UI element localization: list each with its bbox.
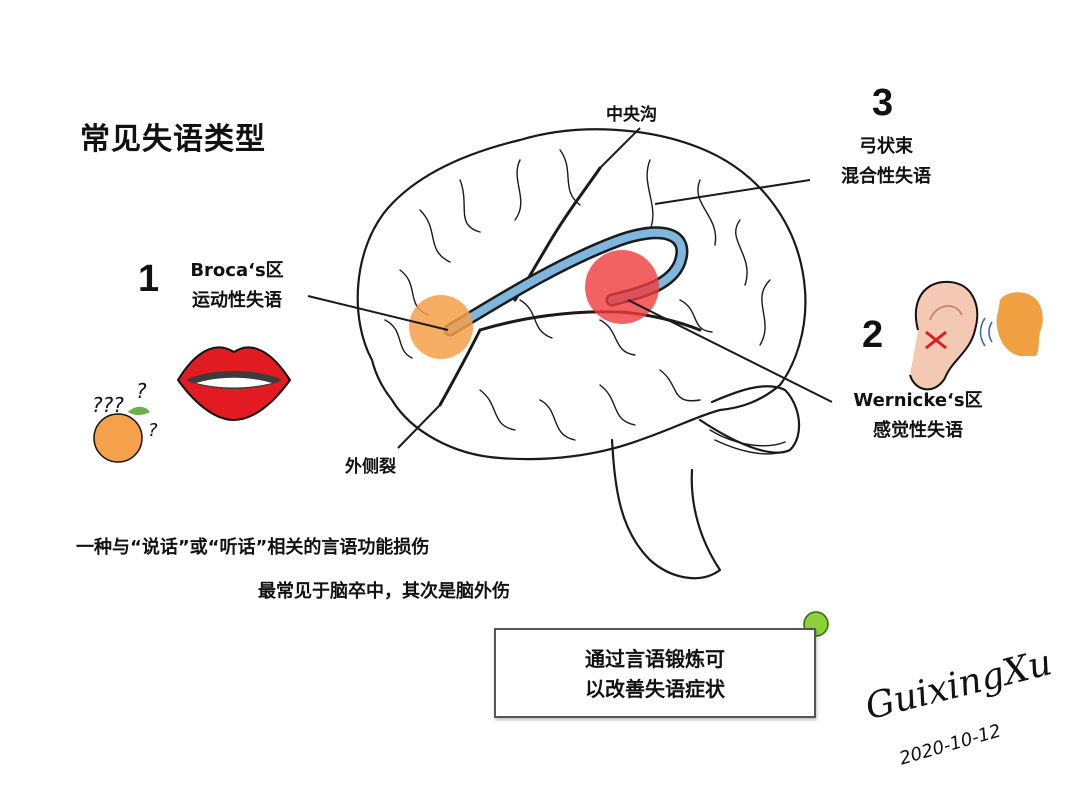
lateral-fissure-line [478,310,702,332]
lips-icon [176,346,292,422]
wernicke-label: Wernicke‘s区 感觉性失语 [838,386,998,446]
ear-icon [909,280,979,391]
page-title: 常见失语类型 [80,122,266,157]
note-line-2: 以改善失语症状 [585,677,725,701]
brain-outline [356,128,807,461]
broca-area [409,295,473,359]
svg-text:?: ? [136,379,147,403]
broca-label: Broca‘s区 运动性失语 [172,256,302,316]
broca-type: 运动性失语 [192,290,282,311]
arcuate-number: 3 [872,82,894,124]
wernicke-area [585,250,659,324]
central-sulcus-label: 中央沟 [606,105,657,125]
description-line-2: 最常见于脑卒中，其次是脑外伤 [258,581,510,602]
brain-illustration [356,128,807,580]
leader-lines [307,127,833,449]
tip-note: 通过言语锻炼可 以改善失语症状 [494,628,816,718]
brainstem [610,438,722,580]
arcuate-label: 弓状束 混合性失语 [818,132,954,192]
wernicke-name: Wernicke‘s区 [853,390,983,411]
wernicke-number: 2 [862,314,884,356]
svg-text:?: ? [148,420,158,441]
arcuate-type: 混合性失语 [841,166,931,187]
orange-question-icon: ??? ? ? [92,379,158,463]
broca-number: 1 [138,258,160,300]
description-line-1: 一种与“说话”或“听话”相关的言语功能损伤 [76,537,430,558]
note-line-1: 通过言语锻炼可 [585,647,725,671]
broca-name: Broca‘s区 [190,260,284,281]
wernicke-type: 感觉性失语 [873,420,963,441]
question-marks: ??? [92,393,124,417]
lateral-fissure-label: 外侧裂 [345,457,396,477]
author-signature: GuixingXu 2020-10-12 [862,650,1052,769]
signature-name: GuixingXu [862,650,1052,728]
speaking-head-icon [979,292,1043,356]
signature-date: 2020-10-12 [897,720,1003,769]
arcuate-name: 弓状束 [859,136,913,157]
